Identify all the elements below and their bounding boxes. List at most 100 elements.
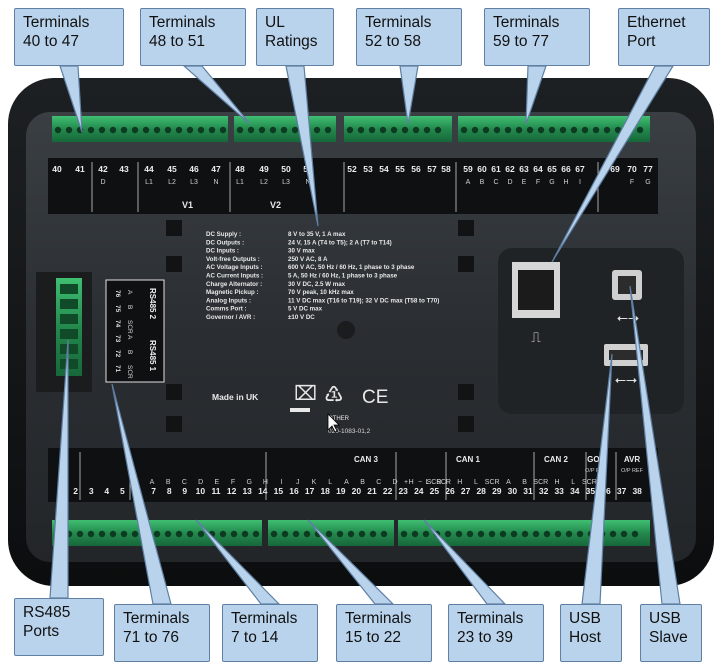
terminal-number: 61 [491, 164, 501, 174]
terminal-screw [526, 126, 534, 134]
terminal-sub-label: D [100, 179, 105, 186]
leader-lines [49, 65, 681, 605]
terminal-screw [532, 530, 540, 538]
terminal-letter: SCR [582, 479, 597, 486]
terminal-misc-label: + [404, 479, 408, 486]
terminal-screw [570, 126, 578, 134]
terminal-number: 19 [336, 486, 346, 496]
terminal-number: 23 [398, 486, 408, 496]
terminal-number: 26 [445, 486, 455, 496]
terminal-screw [164, 126, 172, 134]
terminal-number: 46 [189, 164, 199, 174]
terminal-letter: G [246, 479, 251, 486]
terminal-screw [280, 126, 288, 134]
terminal-number: 52 [347, 164, 357, 174]
center-hole [337, 321, 355, 339]
terminal-screw [636, 126, 644, 134]
callout-text-line: Terminals [23, 14, 90, 31]
terminal-sub-label: D [507, 179, 512, 186]
bottom-terminal-blocks [52, 520, 650, 546]
terminal-number: 13 [242, 486, 252, 496]
ethernet-icon: ⎍ [531, 330, 541, 346]
terminal-screw [488, 530, 496, 538]
weee-bar [290, 408, 310, 412]
rs485-pin-letter: SCR [126, 320, 133, 334]
terminal-screw [109, 530, 117, 538]
terminal-screw [258, 126, 266, 134]
rs485-pin [60, 299, 78, 309]
terminal-screw [444, 530, 452, 538]
leader-terminals-52-58 [399, 65, 419, 125]
terminal-misc-label: − [418, 479, 422, 486]
callout-text-line: Terminals [231, 610, 298, 627]
terminal-screw [423, 126, 431, 134]
terminal-number: 35 [586, 486, 596, 496]
recycle-label: OTHER [328, 416, 350, 422]
terminal-screw [153, 126, 161, 134]
group-label: AVR [624, 455, 641, 464]
rs485-pins [60, 284, 78, 369]
callout-text-line: Slave [649, 629, 688, 646]
terminal-sub-label: L3 [282, 179, 290, 186]
top-label-strip [48, 158, 658, 214]
terminal-number: 44 [144, 164, 154, 174]
rating-value: 600 V AC, 50 Hz / 60 Hz, 1 phase to 3 ph… [288, 264, 415, 271]
terminal-number: 5 [120, 486, 125, 496]
bottom-label-strip [48, 448, 658, 502]
terminal-screw [466, 530, 474, 538]
rs485-1-title: RS485 1 [148, 340, 157, 372]
terminal-screw [131, 530, 139, 538]
recycle-icon: ♳ [324, 383, 344, 408]
part-number: 020-1083-01,2 [328, 428, 371, 435]
terminal-letter: L [425, 479, 429, 486]
terminal-screw [380, 530, 388, 538]
terminal-screw [543, 530, 551, 538]
callout-text-line: 59 to 77 [493, 33, 550, 50]
group-label: CAN 3 [354, 455, 379, 464]
terminal-screw [325, 530, 333, 538]
terminal-letter: A [506, 479, 511, 486]
terminal-screw [592, 126, 600, 134]
rs485-2-title: RS485 2 [148, 288, 157, 320]
terminal-number: 27 [461, 486, 471, 496]
callout-text-line: Terminals [123, 610, 190, 627]
terminal-number: 22 [383, 486, 393, 496]
terminal-number: 49 [259, 164, 269, 174]
ce-mark: CE [362, 387, 388, 408]
terminal-letter: L [474, 479, 478, 486]
terminal-sub-label: G [645, 179, 650, 186]
terminal-letter: J [296, 479, 300, 486]
terminal-number: 48 [235, 164, 245, 174]
terminal-screw [219, 126, 227, 134]
terminal-screw [369, 530, 377, 538]
leader-ethernet-port [551, 65, 675, 263]
group-label-v1: V1 [182, 200, 193, 210]
terminal-letter: B [360, 479, 365, 486]
terminal-number: 2 [73, 486, 78, 496]
terminal-number: 43 [119, 164, 129, 174]
terminal-number: 10 [196, 486, 206, 496]
terminal-number: 62 [505, 164, 515, 174]
terminal-screw [208, 126, 216, 134]
terminal-sub-label: C [493, 179, 498, 186]
callout-text-line: 71 to 76 [123, 629, 180, 646]
callout-text-line: 52 to 58 [365, 33, 422, 50]
callout-text-line: Ratings [265, 33, 318, 50]
terminal-screw [358, 530, 366, 538]
terminal-screw [559, 126, 567, 134]
terminal-screw [241, 530, 249, 538]
terminal-letter: H [457, 479, 462, 486]
rating-label: Volt-free Outputs : [206, 256, 260, 263]
terminal-screw [581, 126, 589, 134]
terminal-screw [390, 126, 398, 134]
terminal-screw [510, 530, 518, 538]
terminal-screw [175, 530, 183, 538]
terminal-sub-label: L2 [260, 179, 268, 186]
terminal-sub-label: F [536, 179, 540, 186]
